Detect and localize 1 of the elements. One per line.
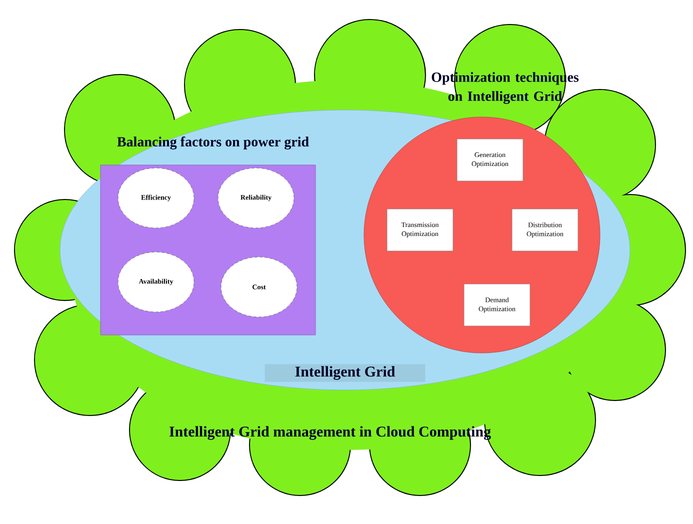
ellipse-title: Intelligent Grid: [264, 364, 426, 382]
